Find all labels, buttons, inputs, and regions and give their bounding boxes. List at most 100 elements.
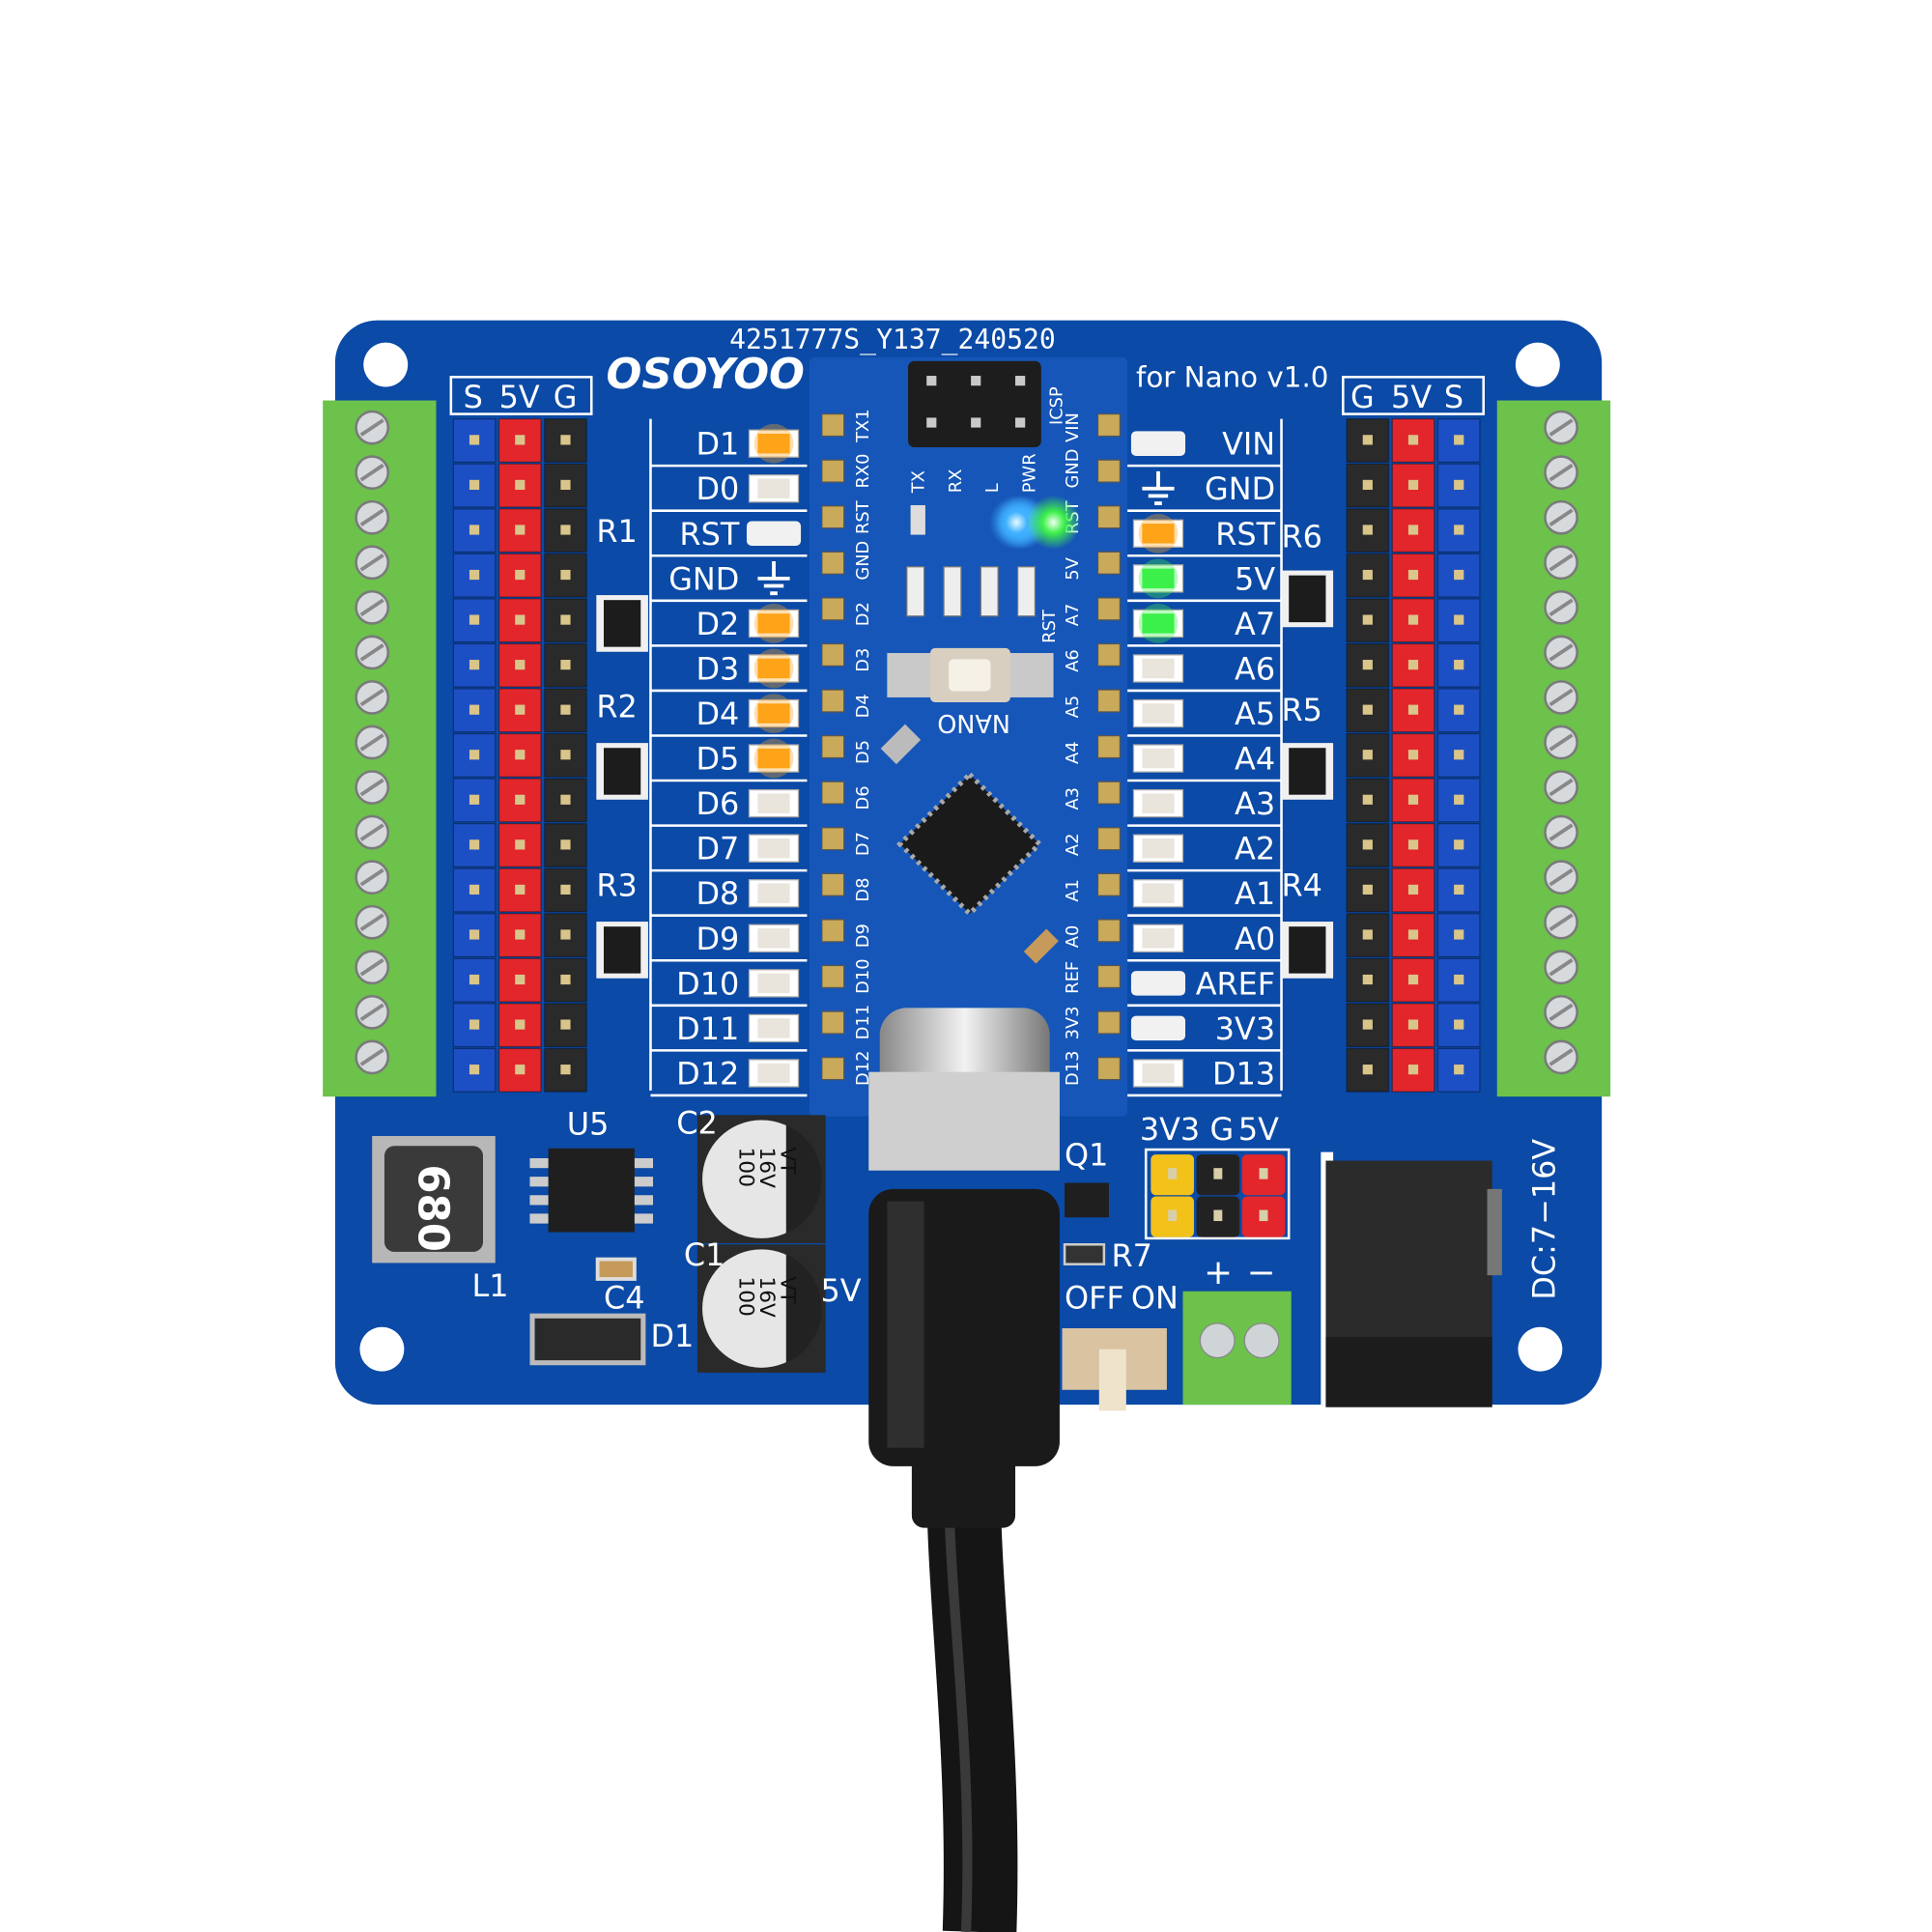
pin-tip: [1407, 479, 1419, 491]
led-off: [1142, 703, 1175, 724]
pin-tip: [1407, 974, 1419, 985]
nano-module: ICSP TX1RX0RSTGNDD2D3D4D5D6D7D8D9D10D11D…: [810, 356, 1128, 1117]
smd-resistor: [1016, 566, 1037, 617]
pin-header-column[interactable]: [1346, 418, 1390, 1093]
header-pin[interactable]: [497, 598, 542, 643]
pin-tip: [515, 750, 526, 760]
header-pin[interactable]: [1436, 642, 1481, 688]
header-pin[interactable]: [497, 508, 542, 554]
nano-pin-label: TX1: [853, 409, 873, 442]
power-screw-terminal[interactable]: [1182, 1291, 1292, 1406]
header-pin[interactable]: [1391, 823, 1435, 867]
terminal-plus-label: +: [1204, 1253, 1233, 1293]
pin-label: A4: [1235, 741, 1275, 778]
nano-pin-label: D11: [853, 1005, 873, 1039]
pin-tip: [515, 929, 526, 940]
r7-label: R7: [1112, 1237, 1152, 1274]
power-switch[interactable]: [1062, 1328, 1167, 1411]
pin-tip: [1362, 704, 1373, 715]
icsp-header[interactable]: [908, 360, 1041, 448]
q1-label: Q1: [1065, 1137, 1108, 1174]
pin-label: D11: [676, 1010, 739, 1047]
screw-slot: [359, 1048, 384, 1066]
power-jumper-header[interactable]: [1144, 1148, 1291, 1240]
smd-resistor: [980, 566, 999, 617]
blank-pad: [1130, 1015, 1186, 1041]
screw-slot: [359, 1003, 384, 1022]
pin-header-column[interactable]: [497, 418, 542, 1093]
led-off: [757, 973, 790, 994]
screw-slot: [1548, 554, 1574, 572]
pin-label-row: 5V: [1127, 558, 1282, 603]
screw-slot: [1548, 643, 1574, 662]
header-pin[interactable]: [1436, 598, 1481, 643]
screw-slot: [359, 823, 384, 841]
led-green: [1142, 613, 1175, 634]
pin-label: GND: [1205, 470, 1275, 507]
power-header-label-5v: 5V: [1238, 1111, 1279, 1148]
nano-pin: [821, 459, 845, 483]
header-pin[interactable]: [452, 957, 497, 1003]
screw-terminal-block-right[interactable]: [1496, 400, 1611, 1097]
pin-label-row: A1: [1127, 875, 1282, 917]
pin-tip: [1454, 435, 1464, 445]
resistor-label: R5: [1282, 692, 1322, 728]
pin-header-column[interactable]: [544, 418, 587, 1093]
pin-label-row: D4: [650, 694, 808, 737]
resistor-array: [1281, 922, 1334, 979]
screw-slot: [1548, 688, 1574, 707]
led-off: [1142, 928, 1175, 949]
pin-label: GND: [668, 560, 739, 597]
pin-header-column[interactable]: [1436, 418, 1481, 1093]
pin-label-row: RST: [1127, 513, 1282, 557]
pin-tip: [1362, 929, 1373, 940]
pin-tip: [1407, 884, 1419, 895]
pin-tip: [1168, 1209, 1178, 1222]
pin-header-column[interactable]: [1391, 418, 1435, 1093]
pin-label-row: D6: [650, 785, 808, 827]
nano-pin-label: REF: [1063, 961, 1083, 994]
capacitor-marking: 100: [733, 1276, 757, 1316]
pin-label-row: A0: [1127, 921, 1282, 962]
nano-pin-label: A7: [1063, 604, 1083, 627]
resistor-array: [596, 922, 648, 979]
nano-pin-label: D6: [853, 785, 873, 810]
pin-label-row: D13: [1127, 1055, 1282, 1097]
pin-tip: [515, 884, 526, 895]
icsp-pin: [971, 376, 981, 386]
pin-tip: [1362, 974, 1373, 985]
header-pin[interactable]: [1436, 732, 1481, 778]
pin-tip: [560, 974, 571, 985]
pin-tip: [1362, 1019, 1373, 1030]
nano-pin: [1096, 412, 1122, 438]
header-pin[interactable]: [1436, 418, 1481, 463]
usb-c-cable[interactable]: [868, 1008, 1060, 1932]
led-glow: [1138, 558, 1179, 599]
screw-slot: [359, 913, 384, 931]
pin-tip: [1259, 1168, 1268, 1179]
led-off: [757, 1018, 790, 1038]
led-glow: [753, 423, 794, 464]
pin-tip: [515, 1019, 526, 1030]
header-pin[interactable]: [544, 957, 587, 1003]
model-label: for Nano v1.0: [1136, 361, 1328, 394]
pin-label: D3: [696, 650, 739, 687]
pin-tip: [1407, 435, 1419, 445]
header-pin[interactable]: [1436, 867, 1481, 913]
pin-header-column[interactable]: [452, 418, 497, 1093]
screw-terminal-block-left[interactable]: [323, 400, 437, 1097]
screw-slot: [1548, 463, 1574, 482]
capacitor-marking: 100: [733, 1148, 757, 1187]
pin-tip: [1213, 1168, 1223, 1179]
pin-tip: [560, 479, 571, 491]
dc-barrel-jack[interactable]: [1321, 1151, 1502, 1407]
header-pin[interactable]: [544, 1047, 587, 1093]
header-pin[interactable]: [1391, 1047, 1435, 1093]
smd-resistor: [943, 566, 962, 617]
chip-pin: [529, 1157, 549, 1169]
pin-tip: [1454, 794, 1464, 805]
header-pin[interactable]: [1391, 778, 1435, 823]
pin-label-row: RST: [650, 516, 808, 557]
nano-pin: [1096, 1057, 1122, 1081]
reset-button[interactable]: [887, 647, 1054, 703]
